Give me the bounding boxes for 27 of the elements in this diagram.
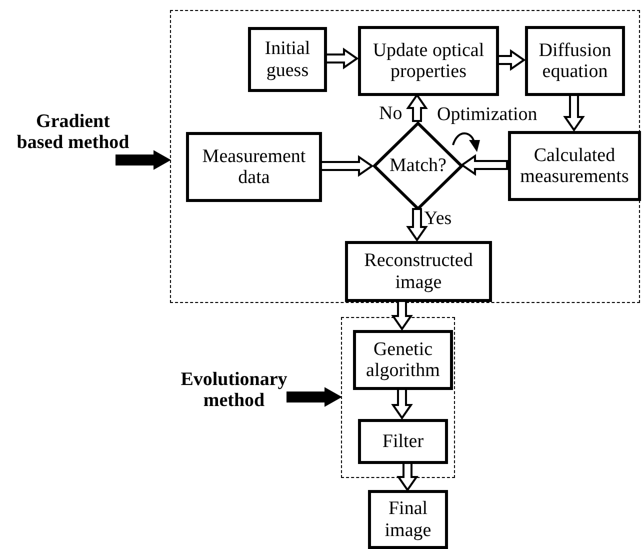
process-box: Calculated measurements [508, 131, 641, 201]
hollow-arrow [563, 94, 585, 132]
block-arrow [116, 150, 172, 170]
hollow-arrow [406, 208, 428, 242]
hollow-arrow [320, 155, 374, 177]
method-label: Gradient based method [14, 112, 132, 152]
annotation-label: Optimization [437, 105, 538, 124]
edge-label: Yes [424, 209, 452, 228]
edge-label: No [379, 104, 402, 123]
hollow-arrow [396, 462, 418, 492]
hollow-arrow [391, 388, 413, 420]
process-box: Initial guess [248, 27, 327, 92]
dashed-group-box [170, 10, 640, 303]
method-label: Evolutionary method [178, 370, 290, 410]
process-box: Reconstructed image [345, 241, 492, 302]
process-box: Filter [358, 419, 448, 464]
hollow-arrow [497, 49, 526, 71]
hollow-arrow [460, 154, 508, 176]
process-box: Diffusion equation [525, 26, 625, 96]
block-arrow [286, 387, 342, 407]
process-box: Final image [368, 490, 448, 549]
process-box: Measurement data [186, 132, 322, 202]
hollow-arrow [391, 300, 413, 331]
process-box: Genetic algorithm [353, 330, 453, 390]
process-box: Update optical properties [358, 26, 499, 96]
hollow-arrow [406, 93, 428, 122]
hollow-arrow [325, 48, 359, 70]
